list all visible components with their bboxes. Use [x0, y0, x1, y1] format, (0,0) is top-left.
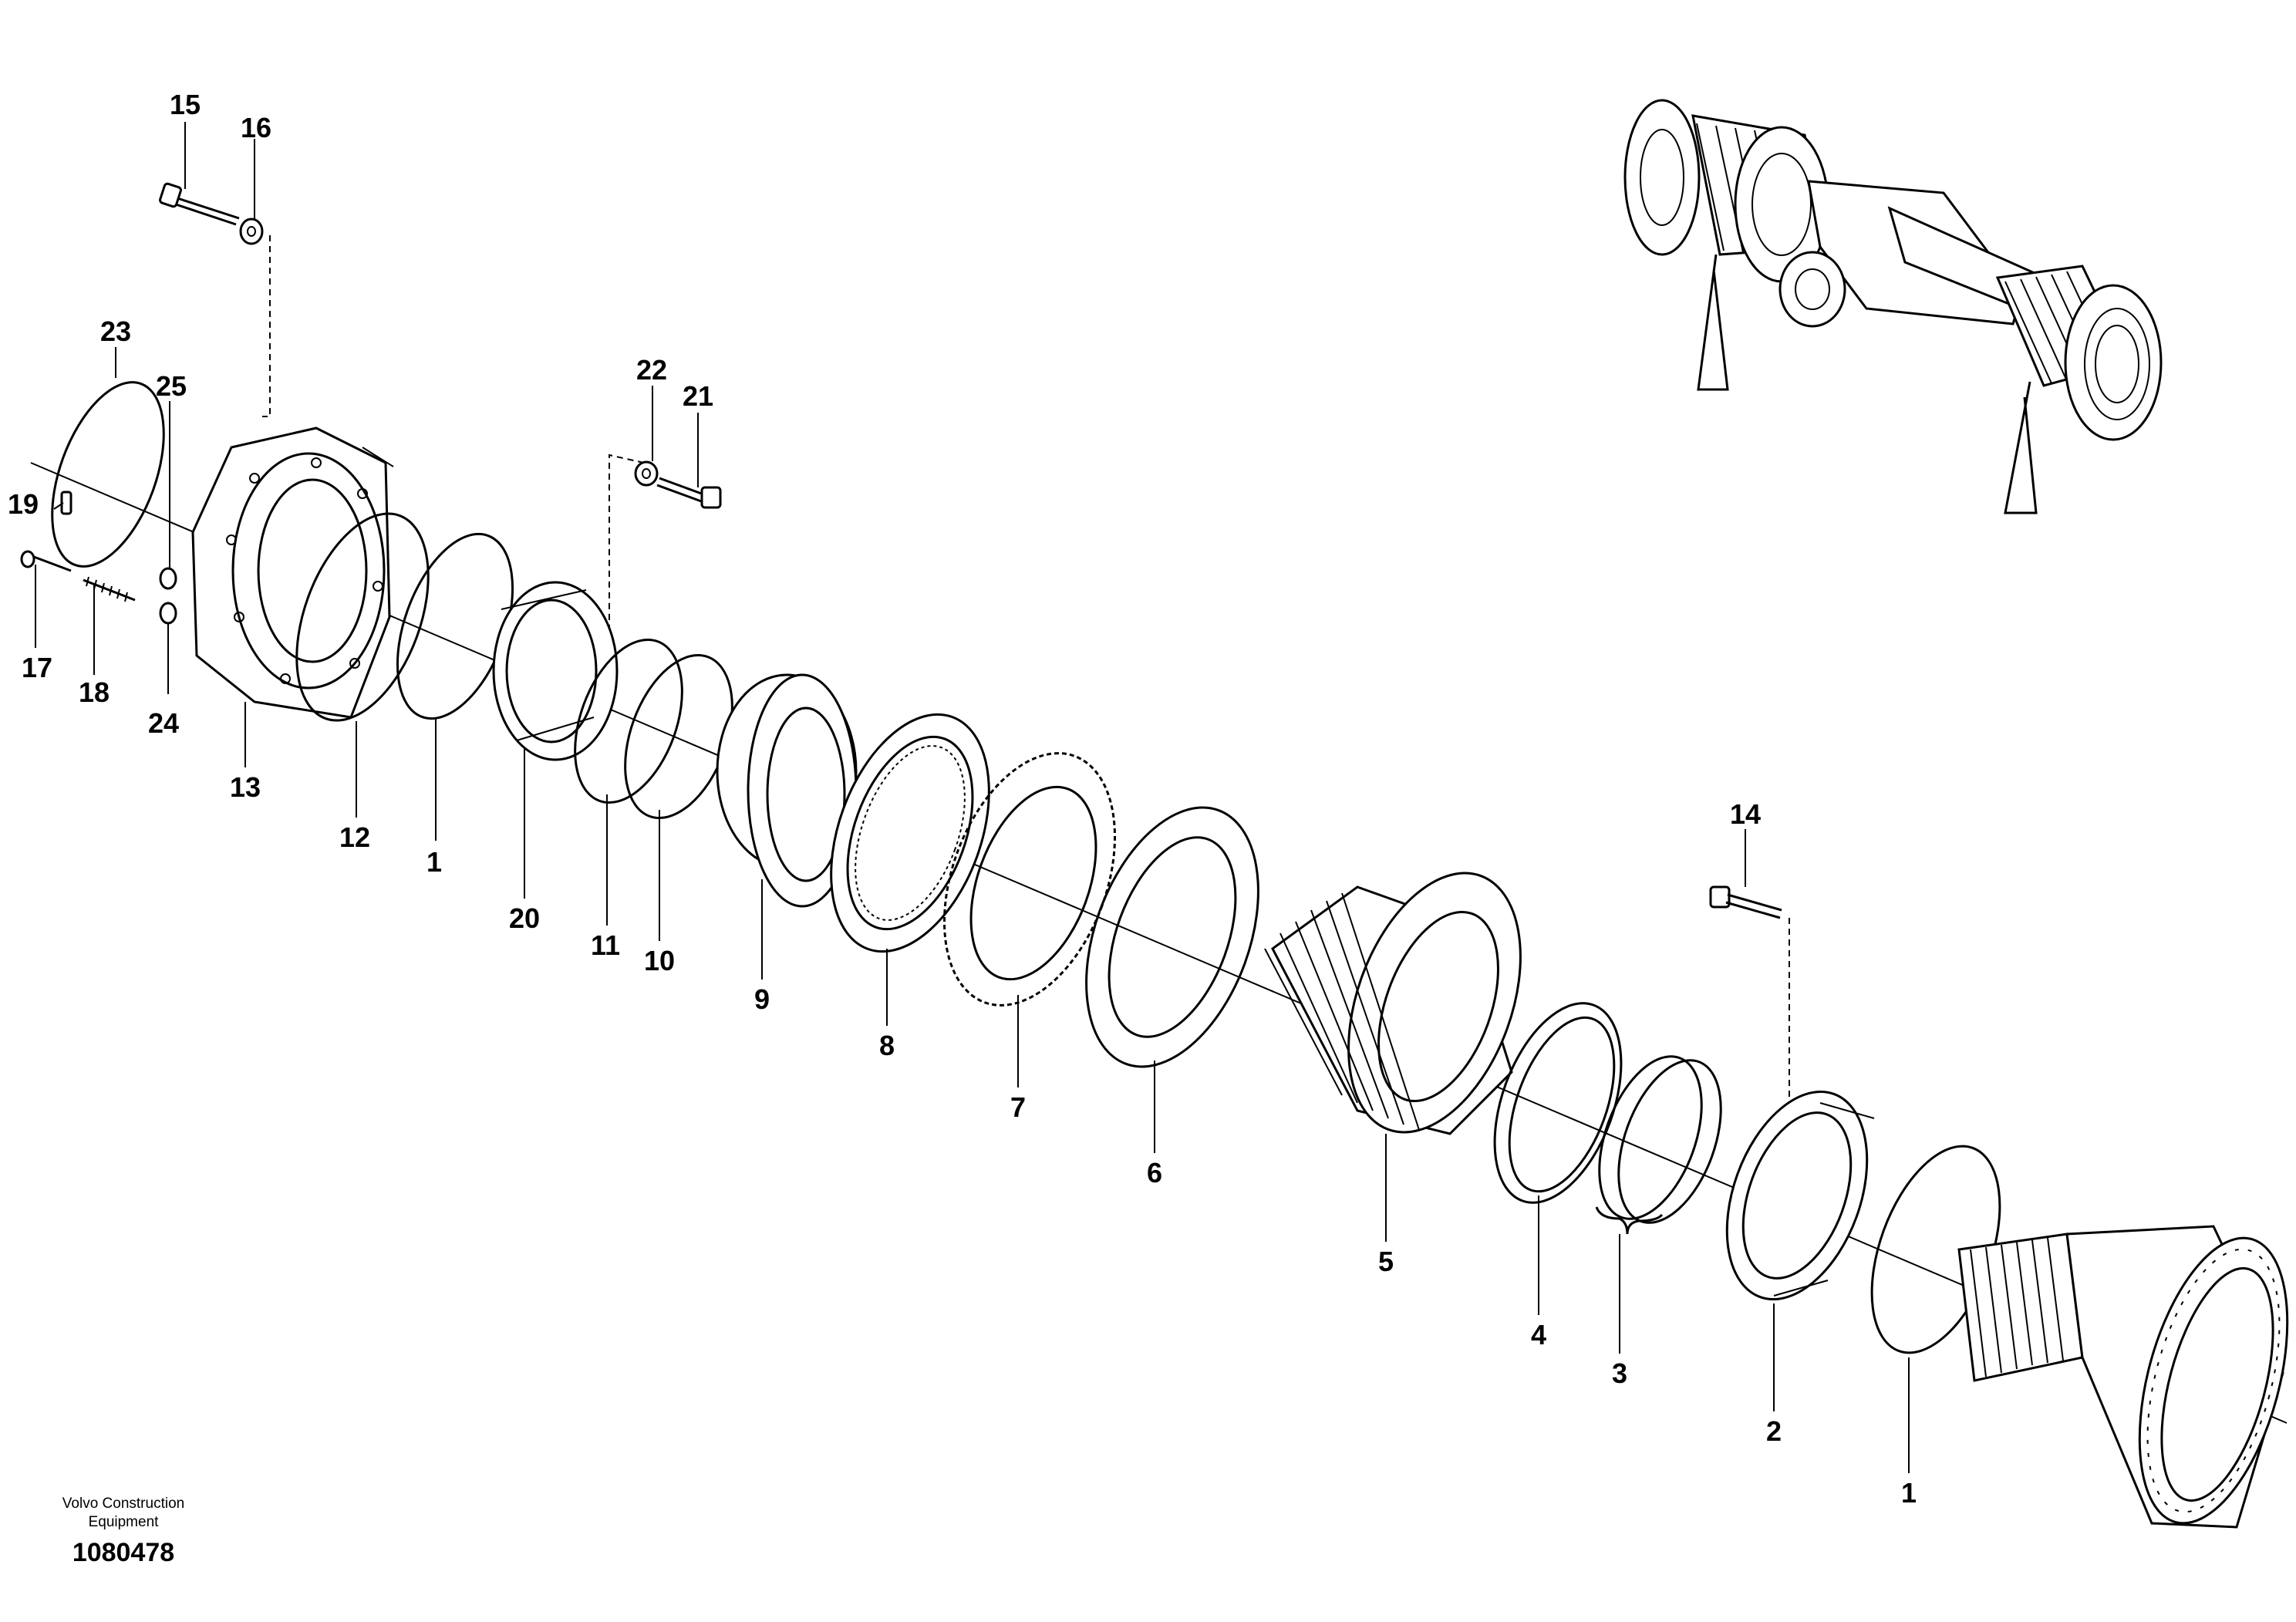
- callout-6: 6: [1147, 1157, 1162, 1189]
- callout-17: 17: [22, 652, 52, 683]
- callout-4: 4: [1531, 1319, 1546, 1351]
- friction-disc-8-illustration: [830, 713, 990, 953]
- callout-9: 9: [754, 983, 770, 1015]
- callout-8: 8: [879, 1030, 895, 1061]
- callout-20: 20: [509, 902, 540, 934]
- callout-1-right: 1: [1901, 1477, 1917, 1509]
- ring-23-illustration: [51, 381, 165, 568]
- bolt-17-illustration: [20, 550, 72, 572]
- callout-24: 24: [148, 707, 179, 739]
- bolt-14-illustration: [1709, 885, 1782, 919]
- callout-25: 25: [156, 370, 187, 402]
- bearing-cup-20-illustration: [492, 581, 619, 761]
- callout-1-left: 1: [426, 846, 442, 878]
- footer-block: Volvo Construction Equipment 1080478: [31, 1495, 216, 1568]
- pin-19-illustration: [60, 491, 72, 515]
- callout-12: 12: [339, 821, 370, 853]
- callout-14: 14: [1730, 798, 1761, 830]
- washer-24-illustration: [159, 602, 177, 625]
- washer-16-illustration: [239, 218, 264, 245]
- callout-5: 5: [1378, 1246, 1394, 1277]
- carrier-2-illustration: [1725, 1090, 1875, 1301]
- ring-4-illustration: [1493, 1002, 1623, 1204]
- ring-gear-5-illustration: [1264, 872, 1522, 1135]
- callout-13: 13: [230, 771, 261, 803]
- leader-lines: [35, 122, 1910, 1473]
- bolt-15-illustration: [159, 182, 240, 226]
- washer-22-illustration: [634, 460, 659, 487]
- callout-10: 10: [644, 945, 675, 976]
- o-ring-12-illustration: [295, 512, 430, 722]
- ring-11-illustration: [574, 638, 683, 804]
- document-number: 1080478: [72, 1538, 175, 1567]
- bolt-21-illustration: [656, 477, 722, 509]
- callout-22: 22: [636, 354, 667, 386]
- callout-19: 19: [8, 488, 39, 520]
- callout-21: 21: [683, 380, 713, 412]
- company-name-line-1: Volvo Construction: [62, 1496, 185, 1512]
- ring-set-3-illustration: [1595, 1055, 1722, 1235]
- washer-25-illustration: [159, 567, 177, 590]
- callout-15: 15: [170, 89, 201, 120]
- piston-9-illustration: [716, 673, 858, 908]
- callout-11: 11: [591, 929, 620, 961]
- stud-18-illustration: [83, 576, 136, 602]
- company-name-line-2: Equipment: [88, 1514, 159, 1530]
- callout-7: 7: [1010, 1091, 1026, 1123]
- callout-16: 16: [241, 112, 271, 143]
- callout-3: 3: [1612, 1357, 1627, 1389]
- wheel-hub-illustration: [1957, 1225, 2289, 1529]
- assembly-axis-line: [30, 462, 2288, 1424]
- callout-2: 2: [1766, 1415, 1782, 1447]
- housing-13-illustration: [191, 427, 394, 719]
- axle-overview-illustration: [1623, 99, 2163, 514]
- callout-23: 23: [100, 315, 131, 347]
- callout-18: 18: [79, 676, 110, 708]
- plate-6-illustration: [1085, 806, 1259, 1068]
